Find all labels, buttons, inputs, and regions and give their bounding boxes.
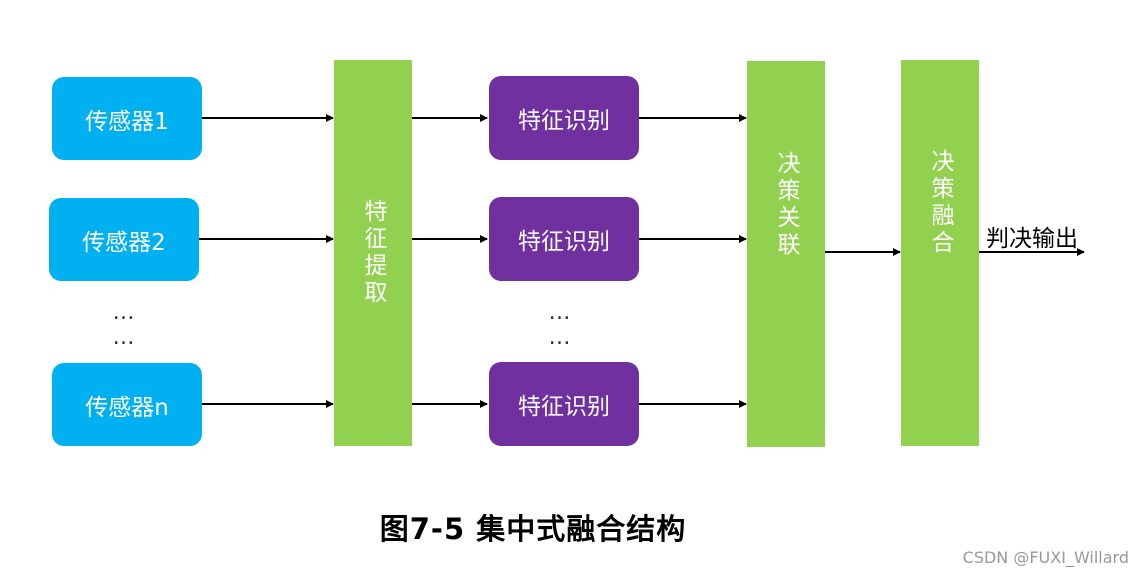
feature-recognition-1-node: 特征识别: [489, 76, 639, 160]
feature-recognition-2-node: 特征识别: [489, 197, 639, 281]
output-label: 判决输出: [986, 226, 1078, 252]
sensor-1-node: 传感器1: [52, 77, 202, 160]
decision-association-label: 决策关联: [773, 151, 799, 259]
sensor-2-node: 传感器2: [49, 198, 199, 281]
feature-recognition-3-node: 特征识别: [489, 362, 639, 446]
feature-recognition-1-label: 特征识别: [518, 108, 610, 134]
feature-recognition-2-label: 特征识别: [518, 229, 610, 255]
feature-ellipsis: ……: [547, 300, 572, 350]
sensor-n-node: 传感器n: [52, 363, 202, 446]
watermark: CSDN @FUXI_Willard: [962, 548, 1129, 567]
sensor-1-label: 传感器1: [85, 108, 169, 135]
decision-fusion-label: 决策融合: [927, 149, 953, 257]
figure-caption: 图7-5 集中式融合结构: [379, 512, 687, 546]
decision-fusion-bar: 决策融合: [901, 60, 979, 446]
sensor-n-label: 传感器n: [85, 394, 169, 421]
decision-association-bar: 决策关联: [747, 61, 825, 447]
feature-extraction-bar: 特征提取: [334, 60, 412, 446]
sensor-ellipsis: ……: [111, 300, 136, 350]
feature-recognition-3-label: 特征识别: [518, 394, 610, 420]
sensor-2-label: 传感器2: [82, 229, 166, 256]
feature-extraction-label: 特征提取: [360, 199, 386, 307]
